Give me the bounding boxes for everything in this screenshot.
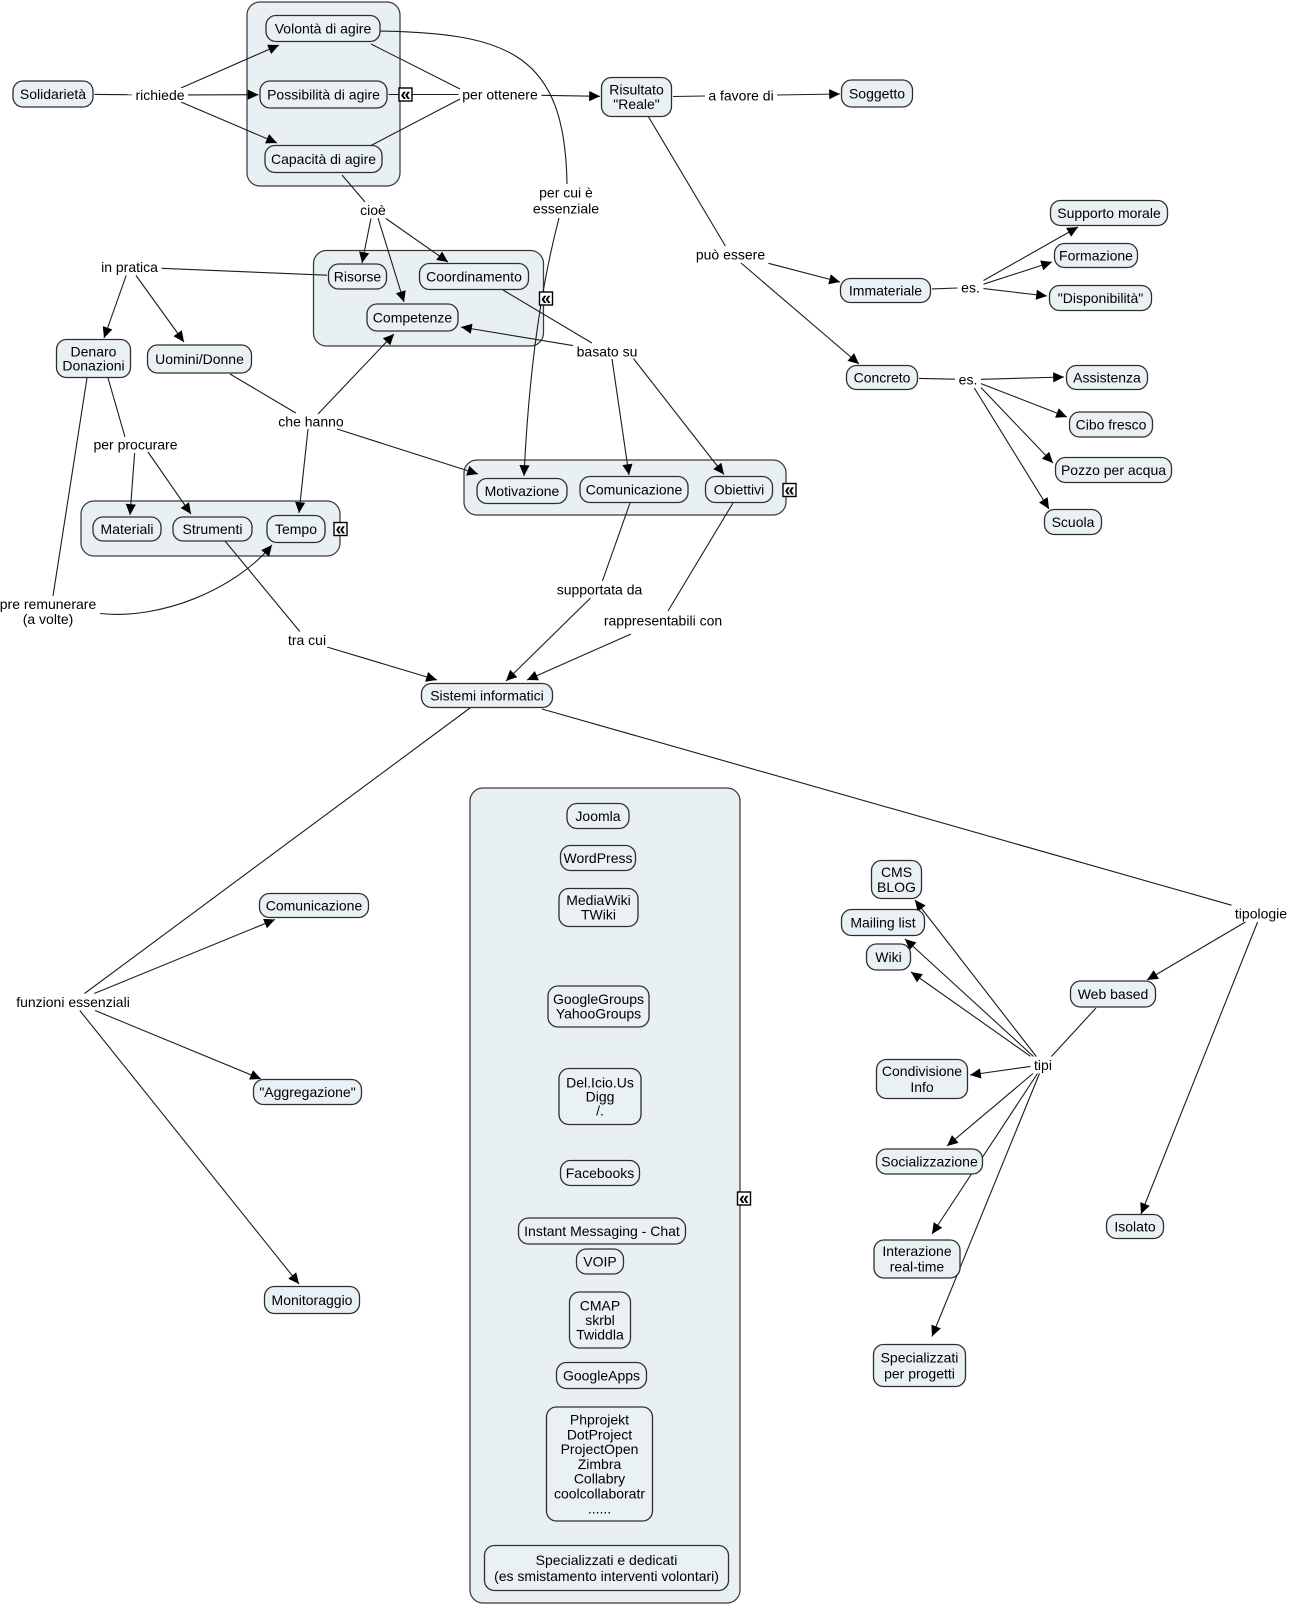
svg-text:YahooGroups: YahooGroups (556, 1006, 641, 1022)
svg-text:WordPress: WordPress (564, 850, 633, 866)
svg-text:tra cui: tra cui (288, 632, 326, 648)
svg-text:Mailing list: Mailing list (850, 914, 915, 930)
svg-text:rappresentabili con: rappresentabili con (604, 612, 722, 628)
svg-text:Phprojekt: Phprojekt (570, 1412, 629, 1428)
svg-text:«: « (400, 85, 410, 105)
svg-text:TWiki: TWiki (581, 907, 616, 923)
svg-text:BLOG: BLOG (877, 879, 916, 895)
svg-text:/.: /. (596, 1102, 604, 1118)
svg-text:che hanno: che hanno (278, 413, 344, 429)
svg-text:per procurare: per procurare (93, 436, 177, 452)
svg-text:Twiddla: Twiddla (576, 1326, 624, 1342)
svg-text:Instant Messaging - Chat: Instant Messaging - Chat (524, 1223, 680, 1239)
svg-text:tipi: tipi (1034, 1057, 1052, 1073)
svg-text:Formazione: Formazione (1059, 247, 1133, 263)
svg-text:DotProject: DotProject (567, 1426, 632, 1442)
svg-text:Tempo: Tempo (275, 521, 317, 537)
svg-text:Socializzazione: Socializzazione (881, 1153, 978, 1169)
svg-text:Zimbra: Zimbra (578, 1456, 622, 1472)
svg-text:«: « (335, 519, 345, 539)
svg-text:Interazione: Interazione (882, 1243, 951, 1259)
svg-text:Isolato: Isolato (1114, 1218, 1155, 1234)
svg-text:coolcollaboratr: coolcollaboratr (554, 1486, 645, 1502)
svg-text:(a volte): (a volte) (23, 611, 74, 627)
svg-text:real-time: real-time (890, 1259, 945, 1275)
svg-text:"Reale": "Reale" (613, 96, 660, 112)
svg-text:Materiali: Materiali (101, 521, 154, 537)
svg-text:Specializzati e dedicati: Specializzati e dedicati (536, 1552, 678, 1568)
svg-text:Donazioni: Donazioni (62, 357, 124, 373)
svg-text:Risorse: Risorse (334, 268, 382, 284)
svg-text:può essere: può essere (696, 246, 765, 262)
svg-text:Sistemi informatici: Sistemi informatici (430, 687, 544, 703)
svg-text:in pratica: in pratica (101, 259, 158, 275)
svg-text:Assistenza: Assistenza (1073, 369, 1141, 385)
svg-text:per cui è: per cui è (539, 184, 593, 200)
svg-text:"Disponibilità": "Disponibilità" (1058, 290, 1143, 306)
svg-text:Comunicazione: Comunicazione (586, 481, 683, 497)
svg-text:per progetti: per progetti (884, 1365, 955, 1381)
svg-text:Motivazione: Motivazione (485, 483, 560, 499)
svg-text:"Aggregazione": "Aggregazione" (259, 1084, 355, 1100)
svg-text:basato su: basato su (577, 343, 638, 359)
svg-text:Concreto: Concreto (854, 369, 911, 385)
svg-text:ProjectOpen: ProjectOpen (561, 1441, 639, 1457)
svg-text:Monitoraggio: Monitoraggio (272, 1292, 353, 1308)
svg-text:«: « (541, 289, 551, 309)
svg-text:Cibo fresco: Cibo fresco (1076, 416, 1147, 432)
svg-text:GoogleApps: GoogleApps (563, 1367, 640, 1383)
svg-text:Comunicazione: Comunicazione (266, 897, 363, 913)
svg-text:Pozzo per acqua: Pozzo per acqua (1061, 462, 1166, 478)
svg-text:funzioni essenziali: funzioni essenziali (16, 994, 130, 1010)
svg-text:es.: es. (959, 371, 978, 387)
svg-text:Scuola: Scuola (1052, 514, 1095, 530)
svg-text:(es smistamento interventi vol: (es smistamento interventi volontari) (494, 1568, 719, 1584)
svg-text:Condivisione: Condivisione (882, 1063, 962, 1079)
svg-text:Facebooks: Facebooks (566, 1165, 634, 1181)
svg-text:«: « (784, 480, 794, 500)
svg-text:Supporto morale: Supporto morale (1057, 205, 1161, 221)
svg-text:per ottenere: per ottenere (462, 86, 538, 102)
svg-text:a favore di: a favore di (708, 87, 773, 103)
svg-text:CMS: CMS (881, 864, 912, 880)
svg-text:Immateriale: Immateriale (849, 282, 922, 298)
svg-text:«: « (739, 1189, 749, 1209)
svg-text:pre remunerare: pre remunerare (0, 596, 96, 612)
svg-text:Soggetto: Soggetto (849, 85, 905, 101)
svg-text:Info: Info (910, 1079, 934, 1095)
svg-text:richiede: richiede (135, 87, 184, 103)
svg-text:Possibilità di agire: Possibilità di agire (267, 86, 380, 102)
svg-text:Obiettivi: Obiettivi (714, 481, 765, 497)
svg-text:Specializzati: Specializzati (881, 1349, 959, 1365)
svg-text:Capacità di agire: Capacità di agire (271, 151, 376, 167)
svg-text:Coordinamento: Coordinamento (426, 268, 522, 284)
svg-text:Web based: Web based (1078, 986, 1149, 1002)
svg-text:Strumenti: Strumenti (183, 521, 243, 537)
svg-text:cioè: cioè (360, 202, 386, 218)
svg-text:Uomini/Donne: Uomini/Donne (155, 351, 244, 367)
svg-text:essenziale: essenziale (533, 200, 599, 216)
svg-text:......: ...... (588, 1500, 611, 1516)
svg-text:Volontà di agire: Volontà di agire (275, 20, 372, 36)
svg-text:Collabry: Collabry (574, 1471, 625, 1487)
svg-text:Solidarietà: Solidarietà (20, 86, 86, 102)
svg-text:Joomla: Joomla (575, 808, 620, 824)
svg-text:supportata da: supportata da (557, 581, 643, 597)
svg-text:Wiki: Wiki (875, 949, 901, 965)
svg-text:Competenze: Competenze (373, 309, 453, 325)
svg-text:tipologie: tipologie (1235, 905, 1287, 921)
svg-text:es.: es. (961, 279, 980, 295)
svg-text:VOIP: VOIP (583, 1253, 616, 1269)
